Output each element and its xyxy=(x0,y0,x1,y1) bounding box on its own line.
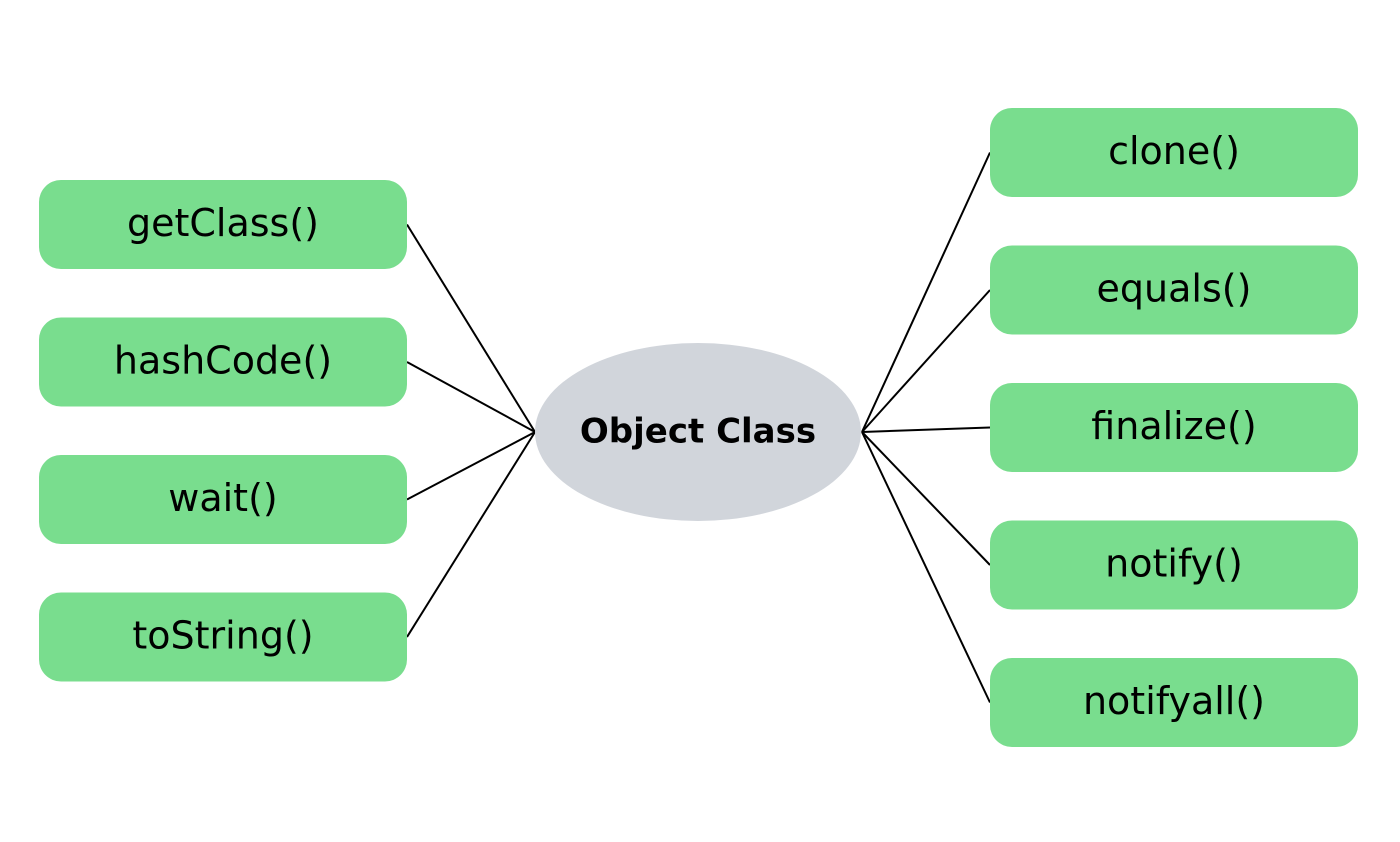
method-node-equals: equals() xyxy=(990,245,1358,335)
method-node-notify: notify() xyxy=(990,520,1358,610)
connector-notifyall xyxy=(861,431,991,703)
center-node-group: Object Class xyxy=(535,343,861,521)
method-box-get-class xyxy=(39,180,407,269)
method-node-clone: clone() xyxy=(990,108,1358,197)
method-node-wait: wait() xyxy=(39,455,407,544)
left-method-column: getClass() hashCode() wait() toString() xyxy=(39,180,407,682)
method-node-hash-code: hashCode() xyxy=(39,317,407,407)
method-node-finalize: finalize() xyxy=(990,383,1358,472)
method-label-to-string: toString() xyxy=(132,614,313,658)
method-node-to-string: toString() xyxy=(39,592,407,682)
method-node-notifyall: notifyall() xyxy=(990,658,1358,747)
method-label-wait: wait() xyxy=(168,476,277,520)
right-method-column: clone() equals() finalize() notify() notifya… xyxy=(990,108,1358,747)
center-node xyxy=(535,343,861,521)
method-box-notifyall xyxy=(990,658,1358,747)
method-label-clone: clone() xyxy=(1108,129,1240,173)
center-node-label: Object Class xyxy=(580,412,816,452)
method-node-get-class: getClass() xyxy=(39,180,407,269)
method-box-equals xyxy=(990,245,1358,335)
connector-wait xyxy=(406,431,536,501)
method-label-notify: notify() xyxy=(1105,542,1243,586)
method-label-hash-code: hashCode() xyxy=(114,339,332,383)
connector-clone xyxy=(861,152,991,433)
connector-lines xyxy=(406,152,991,703)
method-label-finalize: finalize() xyxy=(1091,404,1256,448)
method-box-to-string xyxy=(39,592,407,682)
connector-equals xyxy=(861,289,991,433)
connector-hash-code xyxy=(406,361,536,433)
method-label-equals: equals() xyxy=(1097,267,1252,311)
connector-get-class xyxy=(406,223,536,433)
method-box-clone xyxy=(990,108,1358,197)
method-label-notifyall: notifyall() xyxy=(1083,679,1265,723)
connector-to-string xyxy=(406,431,536,638)
connector-finalize xyxy=(861,426,991,433)
method-box-finalize xyxy=(990,383,1358,472)
method-box-notify xyxy=(990,520,1358,610)
method-box-wait xyxy=(39,455,407,544)
method-box-hash-code xyxy=(39,317,407,407)
method-label-get-class: getClass() xyxy=(127,201,319,245)
connector-notify xyxy=(861,431,991,566)
